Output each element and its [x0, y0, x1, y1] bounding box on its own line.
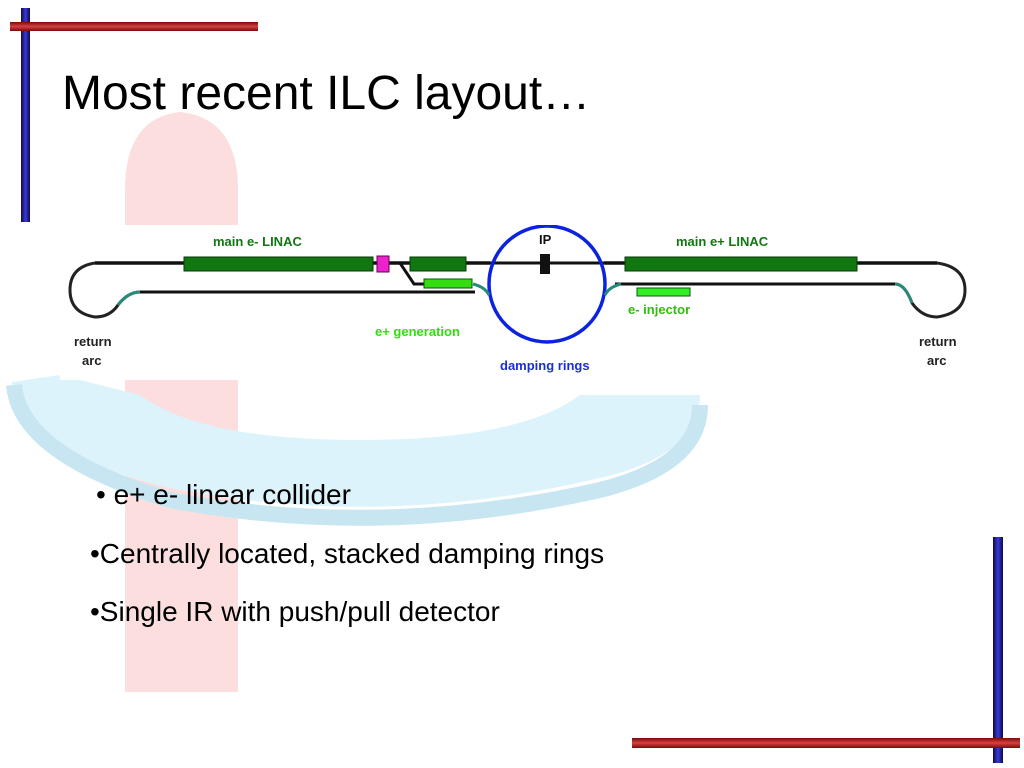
bottom-horizontal-accent-bar	[632, 738, 1020, 748]
left-vertical-accent-bar	[21, 8, 30, 222]
e-plus-generation-block	[423, 278, 473, 289]
label-return-arc-left-line1: return	[74, 334, 112, 349]
top-horizontal-accent-bar	[10, 22, 258, 31]
return-arc-right-teal	[894, 282, 914, 304]
watermark-ring	[12, 375, 700, 507]
main-e-plus-linac	[624, 256, 858, 272]
label-return-arc-right-line1: return	[919, 334, 957, 349]
label-ip: IP	[539, 232, 552, 247]
ring-injection-right	[603, 282, 622, 296]
e-minus-injector-block	[636, 287, 691, 297]
bullet-list: • e+ e- linear collider •Centrally locat…	[90, 478, 604, 654]
damping-ring	[487, 225, 607, 344]
magenta-block	[376, 255, 390, 273]
page-title: Most recent ILC layout…	[62, 67, 591, 120]
main-e-minus-linac	[183, 256, 374, 272]
label-e-plus-generation: e+ generation	[375, 324, 460, 339]
ip-detector	[540, 254, 550, 274]
transfer-line	[384, 261, 424, 286]
watermark-ring-rim	[6, 383, 708, 526]
label-damping-rings: damping rings	[500, 358, 590, 373]
ring-injection-left	[472, 282, 491, 296]
label-return-arc-right-line2: arc	[927, 353, 947, 368]
e-plus-source-linac	[409, 256, 467, 272]
bullet-item: • e+ e- linear collider	[96, 479, 351, 510]
right-vertical-accent-bar	[993, 537, 1003, 763]
diagram-background	[60, 225, 992, 380]
ilc-layout-diagram: main e- LINAC main e+ LINAC IP e+ genera…	[60, 225, 992, 380]
return-arc-left-teal	[116, 290, 141, 306]
label-main-e-minus-linac: main e- LINAC	[213, 234, 302, 249]
label-return-arc-left-line2: arc	[82, 353, 102, 368]
bullet-item: •Single IR with push/pull detector	[90, 596, 500, 628]
bullet-item: •Centrally located, stacked damping ring…	[90, 537, 605, 569]
label-main-e-plus-linac: main e+ LINAC	[676, 234, 769, 249]
label-e-minus-injector: e- injector	[628, 302, 690, 317]
